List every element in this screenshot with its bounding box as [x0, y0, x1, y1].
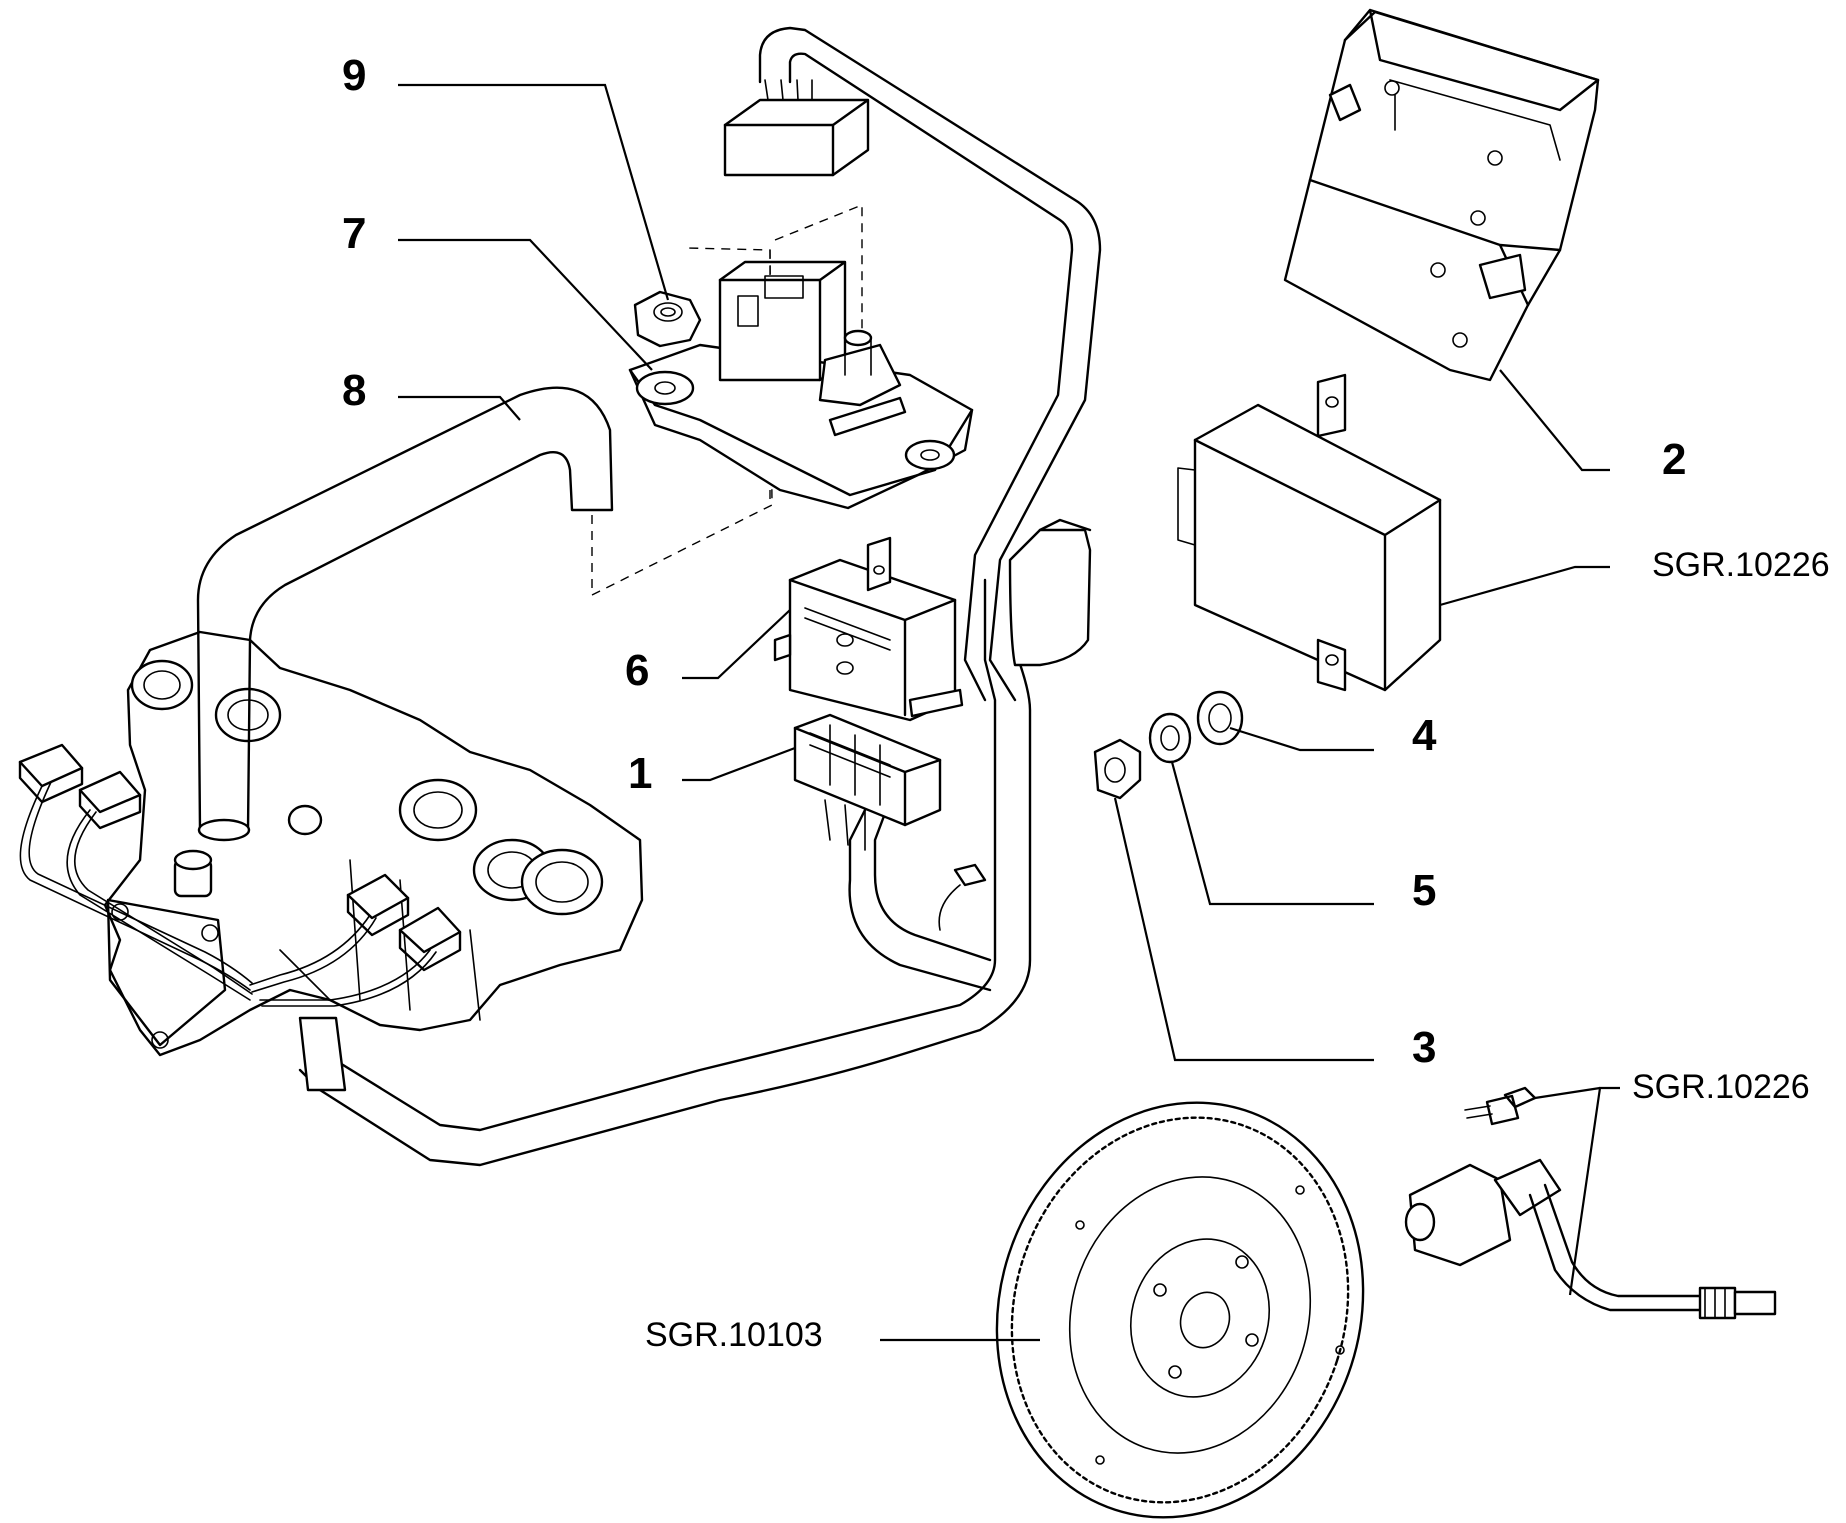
sensor-connector [398, 906, 462, 972]
callout-5: 5 [1412, 866, 1436, 915]
nut-part-3 [1093, 738, 1142, 800]
callout-4: 4 [1412, 711, 1437, 760]
reference-labels: SGR.10226 SGR.10226 SGR.10103 [645, 546, 1830, 1354]
pressure-sensor-part-7 [628, 260, 974, 510]
callout-6: 6 [625, 646, 649, 695]
flywheel [995, 1101, 1365, 1519]
ecu-part-2 [1283, 8, 1600, 382]
spring-washer-part-5 [1148, 712, 1192, 764]
sensor-connector [18, 743, 84, 804]
reference-sgr-10103: SGR.10103 [645, 1316, 823, 1354]
flat-washer-part-4 [1196, 690, 1244, 746]
connector-part-1 [793, 713, 942, 851]
engine-block [103, 630, 644, 1057]
vacuum-hose [196, 386, 614, 842]
callout-9: 9 [342, 51, 366, 100]
reference-sgr-10226-lower: SGR.10226 [1632, 1068, 1810, 1106]
leader-lines [398, 83, 1620, 1342]
reference-sgr-10226-upper: SGR.10226 [1652, 546, 1830, 584]
callout-labels: 9 7 8 6 1 2 4 5 3 [342, 51, 1686, 1072]
sensor-connector [78, 770, 142, 830]
sensor-connector [346, 873, 410, 937]
callout-1: 1 [628, 749, 652, 798]
speed-sensor [1404, 1086, 1777, 1320]
control-unit [1177, 373, 1442, 692]
callout-7: 7 [342, 209, 366, 258]
callout-8: 8 [342, 366, 366, 415]
callout-3: 3 [1412, 1023, 1436, 1072]
relay-part-6 [773, 536, 964, 722]
wiring-harness [18, 26, 1102, 1167]
callout-2: 2 [1662, 435, 1686, 484]
